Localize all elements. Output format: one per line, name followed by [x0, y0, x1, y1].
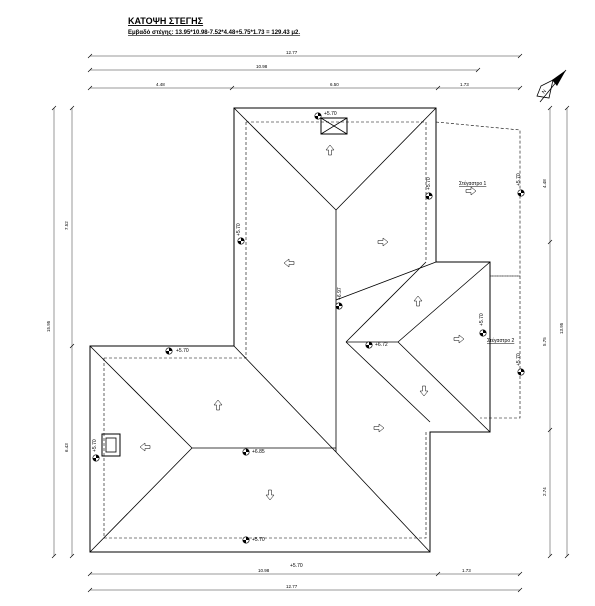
- level-marker-icon: [92, 454, 100, 462]
- slope-arrow-right-icon: [453, 334, 465, 344]
- chimney-north: [320, 117, 348, 135]
- elev-bottom-eave: +5.70: [290, 563, 303, 569]
- dim-right-lower: 2.74: [542, 487, 547, 496]
- level-marker-icon: [517, 189, 525, 197]
- dim-right-outer: 13.95: [559, 322, 564, 334]
- dim-top-mid: 10.98: [256, 64, 268, 69]
- level-marker-east-right: +5.70: [516, 173, 525, 197]
- wall-dashed-outline: [103, 121, 521, 539]
- slope-arrow-right-icon: [373, 423, 385, 433]
- level-marker-icon: [517, 368, 525, 376]
- level-marker-icon: [242, 536, 250, 544]
- slope-arrow-right-icon: [377, 237, 389, 247]
- level-marker-icon: [425, 192, 433, 200]
- bottom-dimensions: 10.98 1.73 12.77: [87, 568, 523, 593]
- dim-left-inner-lower: 6.43: [64, 443, 69, 452]
- elev-east-lower-right-2: +5.70: [516, 353, 522, 366]
- left-dimensions: 15.95 7.52 6.43: [46, 105, 75, 559]
- elev-ridge-center: +6.97: [337, 287, 343, 300]
- slope-arrows: [139, 144, 477, 501]
- slope-arrow-up-icon: [213, 399, 223, 411]
- canopy-1-label: Στέγαστρο 1: [459, 180, 487, 187]
- dim-left-inner-upper: 7.52: [64, 221, 69, 230]
- dim-bottom-seg2: 1.73: [462, 568, 471, 573]
- slope-arrow-down-icon: [419, 385, 429, 397]
- elev-west-chimney: +5.70: [92, 439, 98, 452]
- elev-east-lower-right: +5.70: [479, 313, 485, 326]
- elev-south-eave: +5.70: [252, 537, 265, 543]
- roof-outline: [89, 107, 491, 553]
- dim-top-seg1: 4.48: [156, 82, 165, 87]
- dim-left-outer: 15.95: [46, 320, 51, 332]
- level-marker-icon: [242, 448, 250, 456]
- elev-east-right: +5.70: [516, 173, 522, 186]
- ridge-lines: [89, 107, 491, 553]
- dim-bottom-mid: 10.98: [258, 568, 270, 573]
- level-marker-east-lower: +5.70: [479, 313, 487, 337]
- top-dimensions: 12.77 10.98 4.48 6.50 1.73: [87, 50, 523, 91]
- dim-bottom-overall: 12.77: [286, 584, 298, 589]
- level-marker-icon: [365, 341, 373, 349]
- drawing-subtitle: Εμβαδό στέγης: 13.95*10.98-7.52*4.48+5.7…: [128, 30, 300, 36]
- elev-east-top: +5.70: [426, 177, 432, 190]
- chimney-west: [101, 433, 121, 457]
- elev-left-upper: +5.70: [236, 223, 242, 236]
- level-marker-south: +5.70: [242, 536, 265, 544]
- level-marker-icon: [165, 347, 173, 355]
- canopy-2-label: Στέγαστρο 2: [487, 337, 515, 344]
- level-marker-east-top: +5.70: [425, 177, 433, 200]
- dim-top-seg2: 6.50: [330, 82, 339, 87]
- level-marker-icon: [314, 112, 322, 120]
- level-marker-ridge-center: +6.97: [335, 287, 343, 310]
- level-marker-ridge-south: +6.85: [242, 448, 265, 456]
- level-marker-top: +5.70: [314, 111, 337, 120]
- svg-text:N: N: [541, 88, 548, 95]
- elev-top-chimney: +5.70: [324, 111, 337, 117]
- dim-right-upper: 4.48: [542, 179, 547, 188]
- slope-arrow-left-icon: [283, 258, 295, 268]
- dim-top-overall: 12.77: [286, 50, 298, 55]
- level-marker-west-chimney: +5.70: [92, 439, 100, 462]
- level-marker-west-top: +5.70: [165, 347, 189, 355]
- level-marker-left-upper: +5.70: [236, 223, 245, 245]
- slope-arrow-up-icon: [325, 144, 335, 156]
- slope-arrow-up-icon: [413, 295, 423, 307]
- elev-east-ridge: +6.72: [375, 342, 388, 348]
- slope-arrow-left-icon: [139, 442, 151, 452]
- level-marker-east-lower-2: +5.70: [516, 353, 525, 376]
- level-marker-icon: [237, 237, 245, 245]
- right-dimensions: 13.95 4.48 5.75 2.74: [542, 105, 570, 559]
- slope-arrow-right-icon: [465, 186, 477, 196]
- elev-west-top: +5.70: [176, 348, 189, 354]
- north-arrow-icon: N: [536, 69, 567, 103]
- level-marker-east-ridge: +6.72: [365, 341, 388, 349]
- level-marker-icon: [479, 329, 487, 337]
- elev-ridge-south: +6.85: [252, 449, 265, 455]
- dim-top-seg3: 1.73: [460, 82, 469, 87]
- level-marker-icon: [335, 302, 343, 310]
- slope-arrow-down-icon: [265, 489, 275, 501]
- drawing-title: ΚΑΤΟΨΗ ΣΤΕΓΗΣ: [128, 16, 204, 26]
- dim-right-mid: 5.75: [542, 337, 547, 346]
